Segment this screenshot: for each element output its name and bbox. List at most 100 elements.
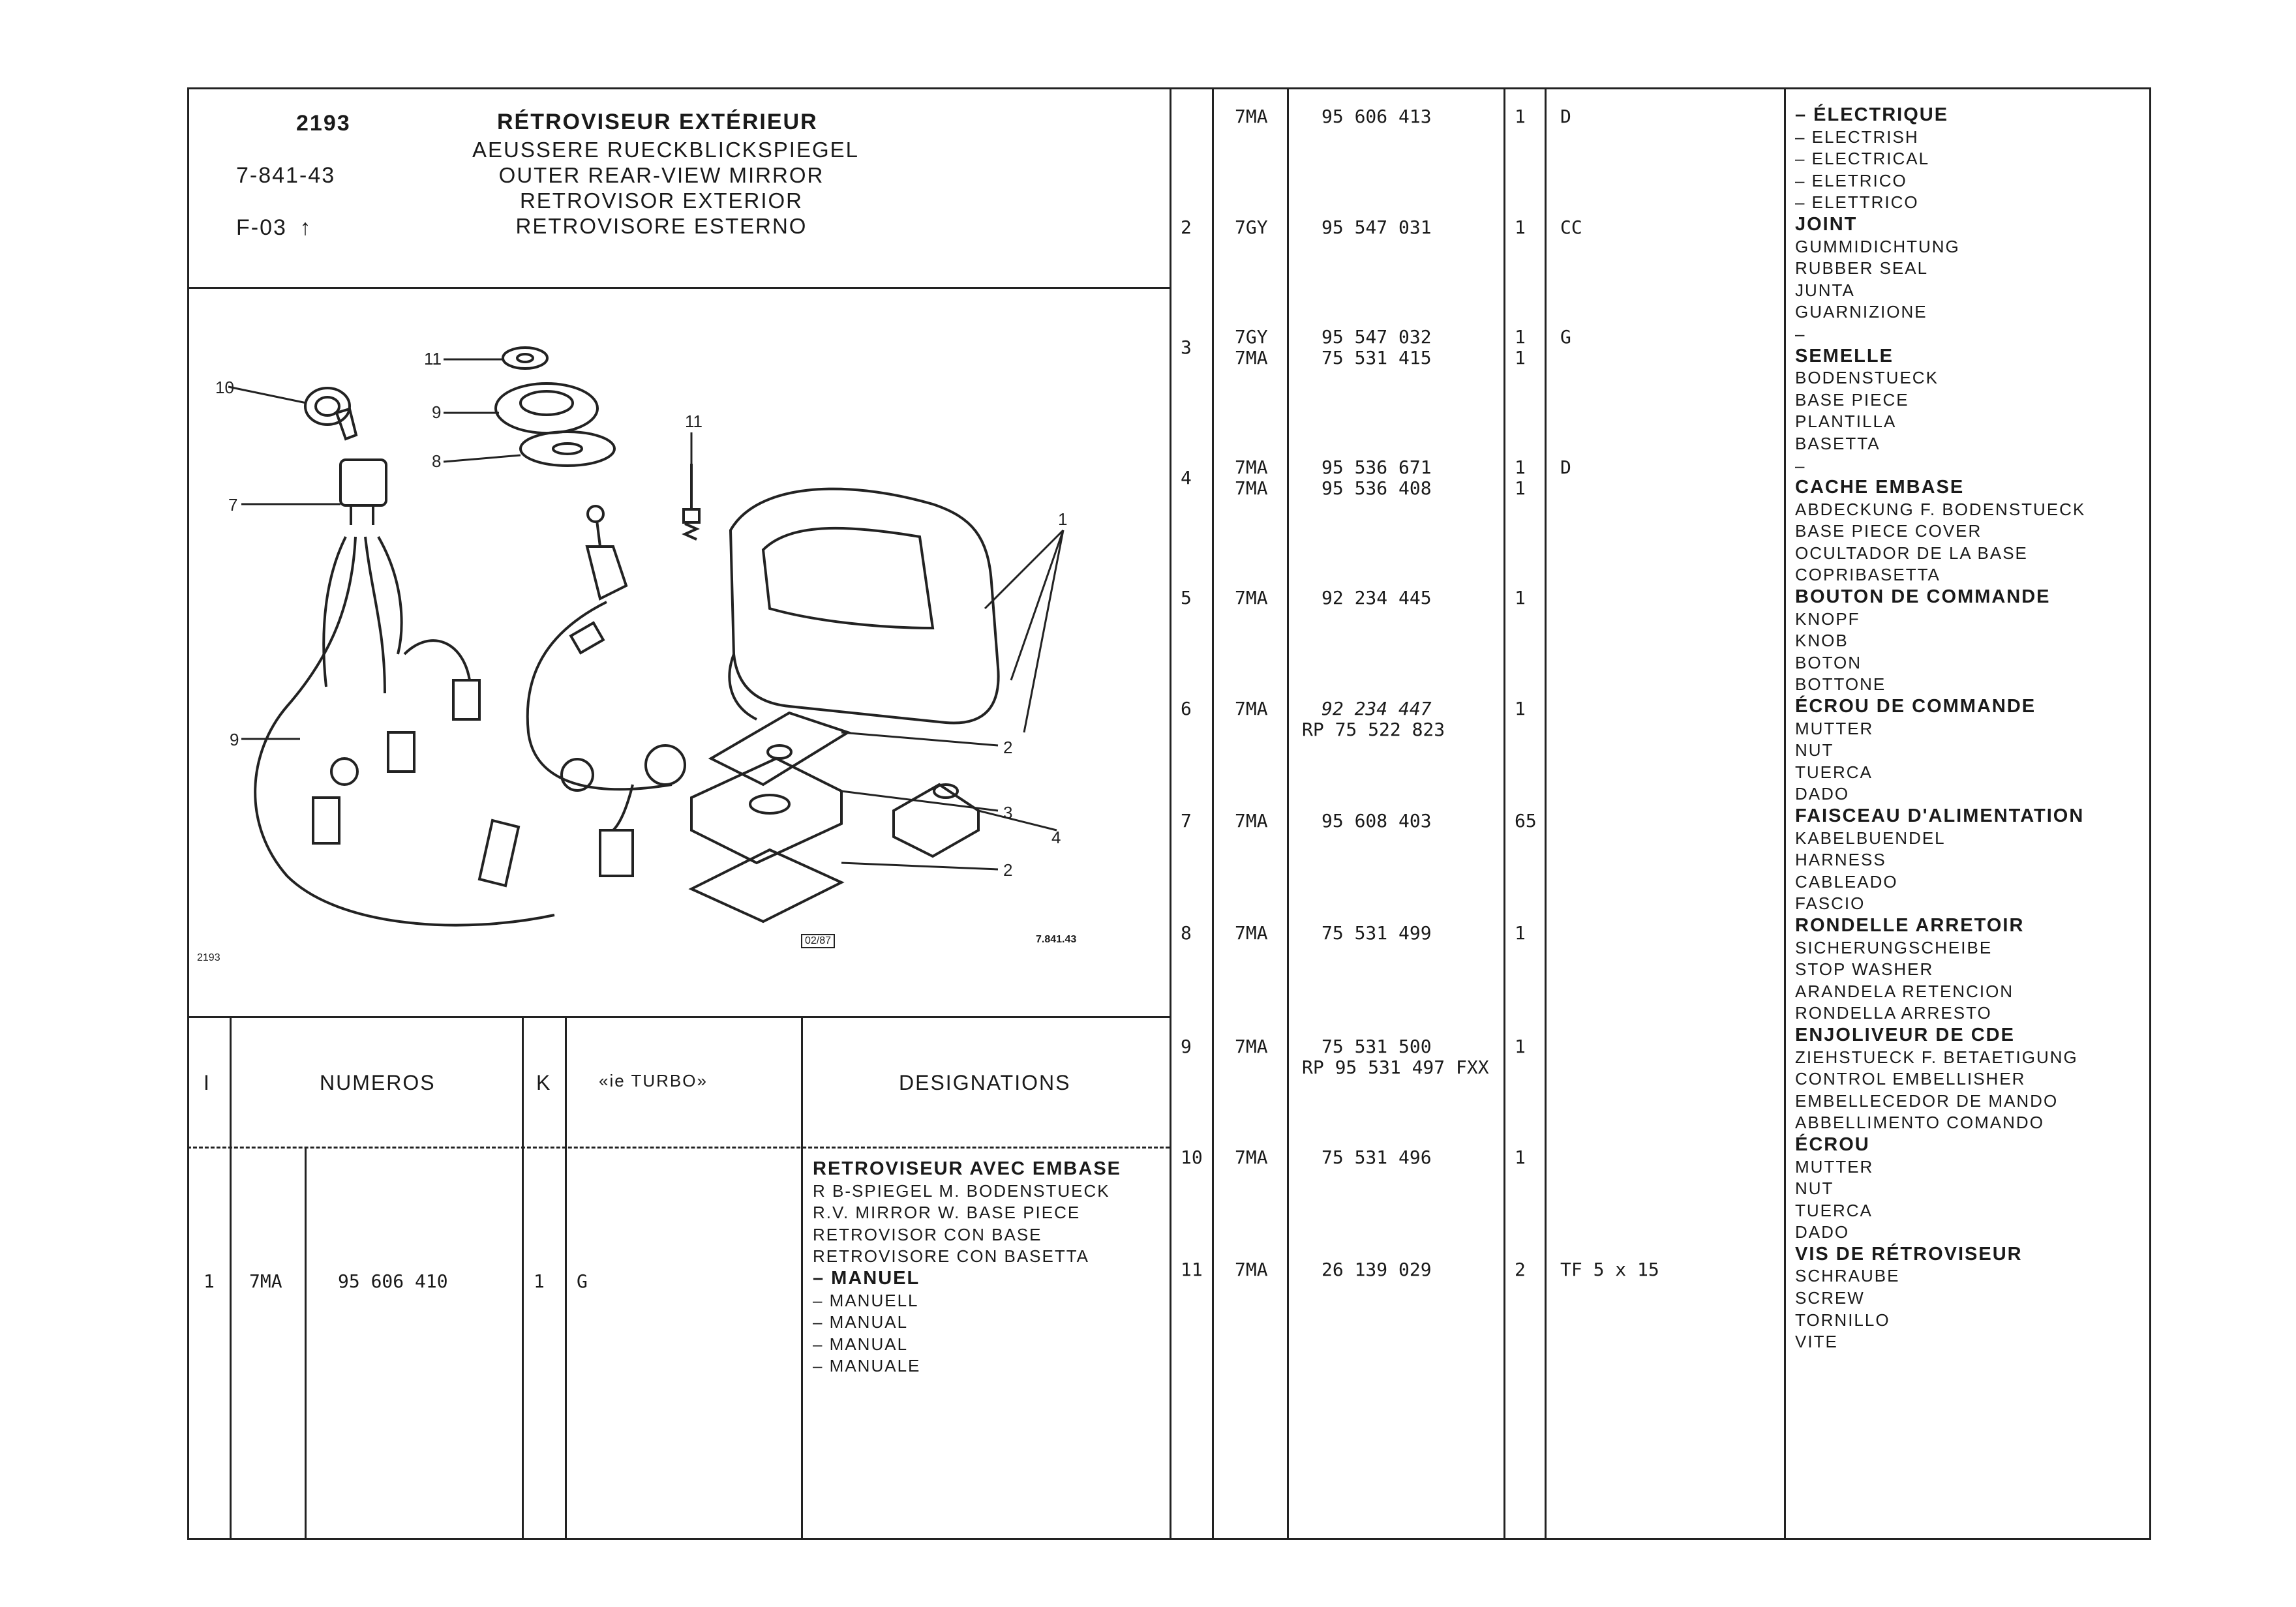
part-index: 6 — [1181, 698, 1192, 719]
part-desc-title: ÉCROU — [1795, 1134, 1870, 1155]
part-k: G — [1560, 326, 1571, 348]
part-code: 7MA — [1235, 106, 1268, 127]
part-desc-line: BASE PIECE COVER — [1795, 521, 1982, 541]
main-part-desc-sub-title: – MANUEL — [813, 1267, 920, 1289]
part-desc-title: ÉCROU DE COMMANDE — [1795, 696, 2036, 717]
part-index: 4 — [1181, 467, 1192, 488]
part-1-mirror-housing-icon — [728, 487, 1000, 725]
part-index: 10 — [1181, 1147, 1203, 1168]
plate-ref: 7-841-43 — [236, 163, 336, 188]
part-note: TF 5 x 15 — [1560, 1259, 1659, 1280]
page-frame — [187, 87, 2151, 1540]
part-qty: 2 — [1515, 1259, 1526, 1280]
part-code: 7GY — [1235, 217, 1268, 238]
main-part-desc-it: RETROVISORE CON BASETTA — [813, 1246, 1090, 1267]
callout-8: 8 — [432, 451, 441, 471]
part-code: 7MA — [1235, 587, 1268, 608]
part-desc-title: BOUTON DE COMMANDE — [1795, 586, 2051, 608]
part-4-base-cover-icon — [892, 783, 980, 858]
main-part-number: 95 606 410 — [338, 1270, 448, 1292]
range-code: F-03 ↑ — [236, 215, 312, 241]
part-index: 3 — [1181, 337, 1192, 358]
col-header-i: I — [204, 1071, 211, 1094]
part-11-screw-icon — [682, 464, 701, 541]
col-line-b — [305, 1147, 307, 1540]
part-index: 11 — [1181, 1259, 1203, 1280]
part-desc-line: FASCIO — [1795, 894, 1865, 914]
part-number: 95 547 032 — [1322, 326, 1432, 348]
part-desc-line: BOTTONE — [1795, 674, 1886, 695]
part-2-seal-icon — [688, 711, 851, 924]
part-number: RP 95 531 497 FXX — [1302, 1057, 1489, 1078]
part-code: 7MA — [1235, 698, 1268, 719]
part-desc-line: – — [1795, 455, 1806, 475]
part-number: 75 531 500 — [1322, 1036, 1432, 1057]
part-desc-line: – — [1795, 323, 1806, 344]
part-desc-line: GUMMIDICHTUNG — [1795, 236, 1960, 256]
part-desc-line: BODENSTUECK — [1795, 368, 1939, 388]
part-desc-line: – ELETRICO — [1795, 170, 1907, 190]
part-code: 7MA — [1235, 1036, 1268, 1057]
col-header-model: «ie TURBO» — [599, 1071, 708, 1090]
part-desc-title: JOINT — [1795, 213, 1858, 235]
part-desc-line: TORNILLO — [1795, 1310, 1890, 1330]
callout-10: 11 — [424, 349, 442, 368]
part-number: 26 139 029 — [1322, 1259, 1432, 1280]
part-qty: 1 — [1515, 347, 1526, 368]
part-desc-line: HARNESS — [1795, 850, 1886, 870]
arrow-up-icon: ↑ — [299, 215, 312, 240]
callout-6: 10 — [215, 378, 234, 397]
part-code: 7GY — [1235, 326, 1268, 348]
main-part-index: 1 — [204, 1270, 215, 1292]
part-desc-line: RUBBER SEAL — [1795, 258, 1929, 278]
col-line-a — [230, 1016, 232, 1540]
header-separator — [187, 287, 1170, 289]
part-desc-line: ABBELLIMENTO COMANDO — [1795, 1113, 2044, 1133]
col-line-num — [1503, 87, 1505, 1540]
part-qty: 65 — [1515, 810, 1537, 832]
part-desc-line: BASE PIECE — [1795, 389, 1909, 410]
part-desc-line: BASETTA — [1795, 433, 1881, 453]
part-desc-line: – ELETTRICO — [1795, 192, 1919, 213]
part-desc-title: RONDELLE ARRETOIR — [1795, 914, 2025, 936]
part-desc-line: MUTTER — [1795, 718, 1874, 738]
title-translations: AEUSSERE RUECKBLICKSPIEGEL OUTER REAR-VI… — [472, 137, 858, 239]
table-header-separator — [187, 1147, 1170, 1149]
diagram-separator — [187, 1016, 1170, 1018]
part-desc-title: SEMELLE — [1795, 345, 1894, 367]
part-number: 95 606 413 — [1322, 106, 1432, 127]
part-qty: 1 — [1515, 106, 1526, 127]
callout-2b: 2 — [1003, 860, 1012, 880]
part-number: 75 531 499 — [1322, 922, 1432, 944]
part-index: 8 — [1181, 922, 1192, 944]
part-3-base-icon — [690, 757, 843, 865]
part-desc-title: ENJOLIVEUR DE CDE — [1795, 1024, 2015, 1045]
part-number: 75 531 415 — [1322, 347, 1432, 368]
part-desc-line: SICHERUNGSCHEIBE — [1795, 937, 1993, 957]
part-desc-line: OCULTADOR DE LA BASE — [1795, 543, 2028, 563]
part-desc-line: MUTTER — [1795, 1156, 1874, 1177]
diagram-date-code: 02/87 — [801, 934, 836, 948]
col-line-code — [1287, 87, 1289, 1540]
main-part-desc-title: RETROVISEUR AVEC EMBASE — [813, 1158, 1121, 1179]
part-index: 2 — [1181, 217, 1192, 238]
main-part-qty: 1 — [534, 1270, 545, 1292]
part-number: 95 536 408 — [1322, 477, 1432, 499]
range-code-label: F-03 — [236, 215, 287, 240]
part-code: 7MA — [1235, 477, 1268, 499]
part-k: D — [1560, 106, 1571, 127]
part-qty: 1 — [1515, 217, 1526, 238]
callout-4: 4 — [1051, 828, 1061, 847]
main-part-description: RETROVISEUR AVEC EMBASE R B-SPIEGEL M. B… — [813, 1158, 1121, 1377]
part-number: 92 234 447 — [1322, 698, 1432, 719]
col-line-e — [801, 1016, 803, 1540]
part-qty: 1 — [1515, 1036, 1526, 1057]
part-desc-line: COPRIBASETTA — [1795, 565, 1941, 585]
parts-descriptions: – ÉLECTRIQUE– ELECTRISH– ELECTRICAL– ELE… — [1795, 104, 2085, 1353]
title-es: RETROVISOR EXTERIOR — [519, 188, 804, 213]
callout-5: 7 — [228, 495, 237, 515]
part-code: 7MA — [1235, 347, 1268, 368]
part-10-nut-icon — [502, 346, 549, 370]
main-part-desc-sub-de: – MANUELL — [813, 1290, 919, 1310]
col-line-main — [1170, 87, 1171, 1540]
